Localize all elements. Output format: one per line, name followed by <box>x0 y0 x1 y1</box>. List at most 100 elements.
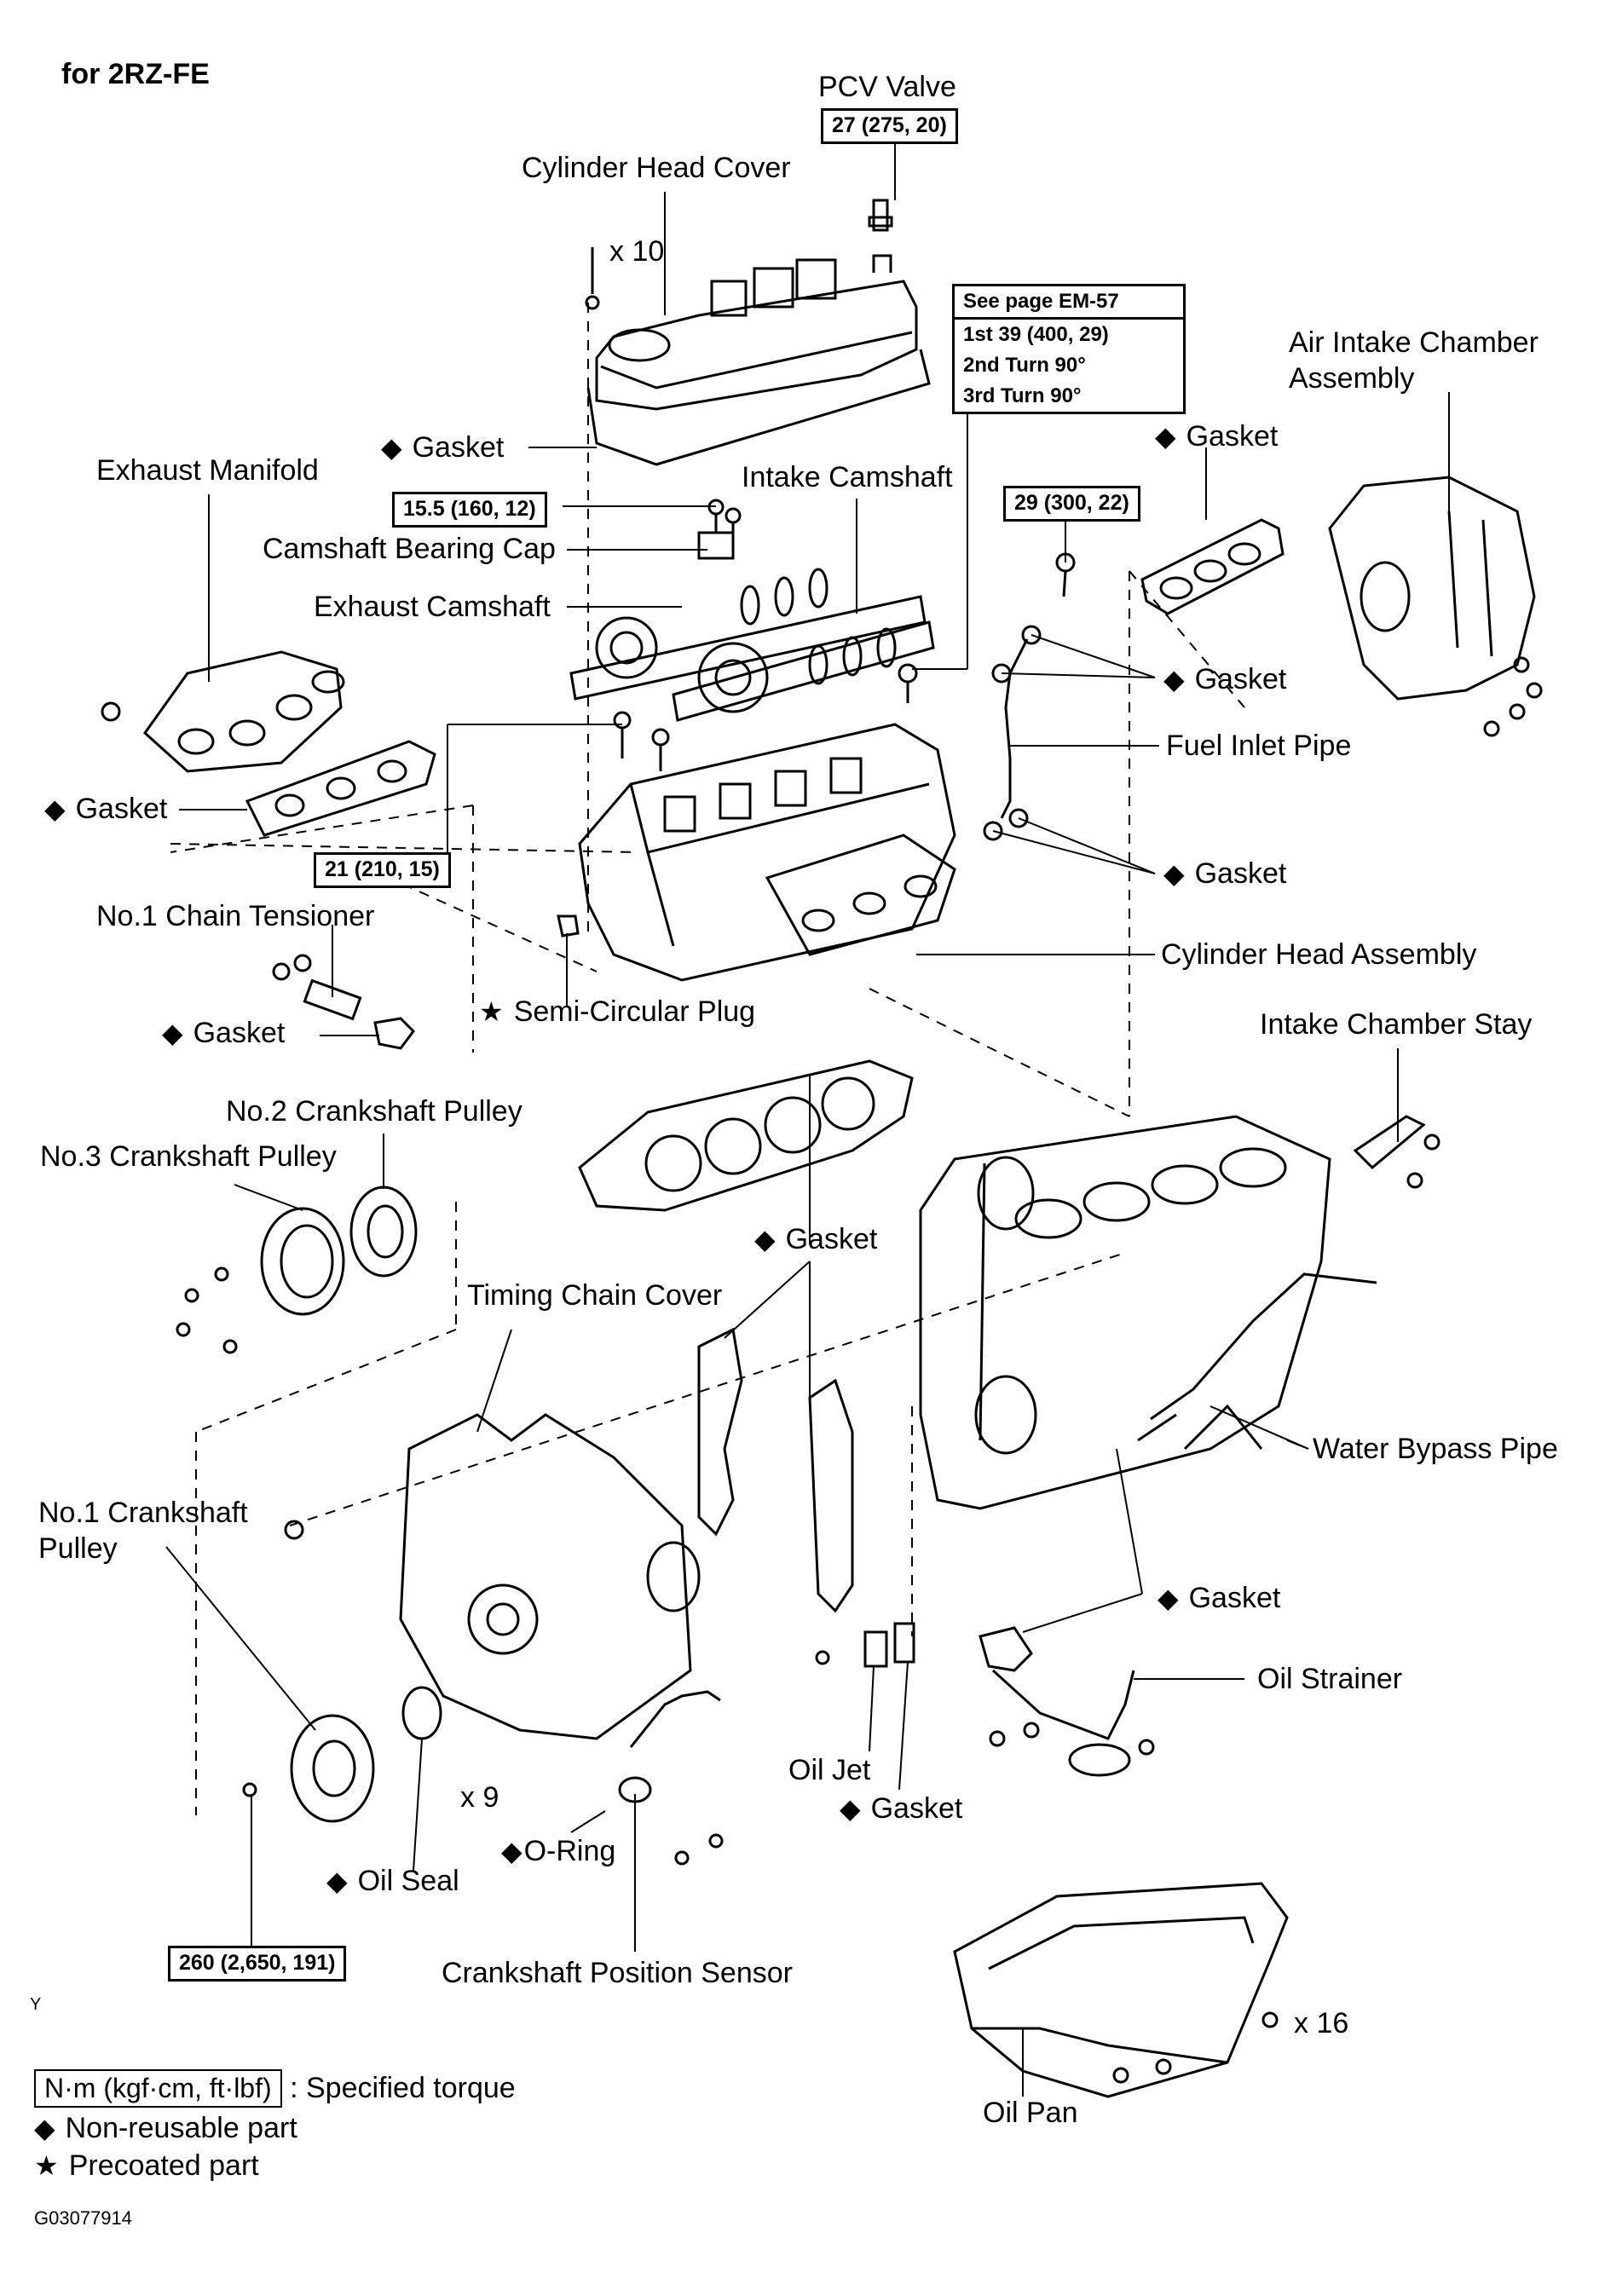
gasket-fuel-lower-text: Gasket <box>1194 857 1287 890</box>
label-o-ring: ◆O-Ring <box>501 1837 615 1866</box>
o-ring-text: O-Ring <box>523 1835 616 1867</box>
no1-pulley-drawing <box>242 1686 442 1823</box>
label-gasket-strainer: ◆ Gasket <box>1158 1584 1280 1612</box>
water-bypass-pipe-drawing <box>1137 1272 1377 1442</box>
gasket-cover-text: Gasket <box>412 431 505 464</box>
label-semi-circular-plug: ★ Semi-Circular Plug <box>479 997 755 1026</box>
oil-pan-drawing <box>953 1882 1289 2098</box>
label-gasket-intake: ◆ Gasket <box>1155 422 1278 451</box>
pcv-valve-drawing <box>868 199 893 232</box>
label-exhaust-camshaft: Exhaust Camshaft <box>314 591 551 623</box>
non-reusable-icon: ◆ <box>44 793 66 824</box>
legend-non-reusable: ◆ Non-reusable part <box>34 2112 297 2145</box>
label-bolt-count-16: x 16 <box>1294 2007 1349 2039</box>
label-intake-camshaft: Intake Camshaft <box>742 461 953 493</box>
gasket-tensioner-text: Gasket <box>193 1017 286 1049</box>
label-camshaft-bearing-cap: Camshaft Bearing Cap <box>263 533 556 565</box>
label-gasket-fuel-lower: ◆ Gasket <box>1163 859 1286 888</box>
torque-bearing-cap: 15.5 (160, 12) <box>392 492 547 528</box>
non-reusable-icon: ◆ <box>1158 1583 1179 1613</box>
label-gasket-exhaust: ◆Gasket <box>44 794 167 823</box>
gasket-fuel-upper-text: Gasket <box>1194 663 1287 695</box>
legend-non-reusable-text: Non-reusable part <box>65 2112 297 2144</box>
head-bolt-step2: 2nd Turn 90° <box>963 354 1086 377</box>
cylinder-block-drawing <box>919 1115 1331 1510</box>
bolts-drawing <box>613 499 1076 771</box>
label-water-bypass-pipe: Water Bypass Pipe <box>1313 1433 1558 1465</box>
non-reusable-icon: ◆ <box>840 1793 861 1824</box>
label-gasket-fuel-upper: ◆ Gasket <box>1163 665 1286 694</box>
label-oil-jet: Oil Jet <box>788 1754 871 1786</box>
crank-pulleys-drawing <box>176 1185 418 1354</box>
non-reusable-icon: ◆ <box>326 1866 348 1896</box>
non-reusable-icon: ◆ <box>1155 421 1176 452</box>
precoated-icon: ★ <box>479 996 504 1027</box>
label-air-intake-assembly: Assembly <box>1289 362 1415 395</box>
oil-jet-drawing <box>815 1622 915 1668</box>
non-reusable-icon: ◆ <box>1163 858 1185 889</box>
label-pcv-valve: PCV Valve <box>818 71 956 103</box>
label-oil-seal: ◆ Oil Seal <box>326 1866 459 1895</box>
fuel-inlet-pipe-drawing <box>983 625 1042 841</box>
head-bolt-see-page: See page EM-57 <box>955 286 1183 320</box>
chain-tensioner-drawing <box>272 954 415 1050</box>
torque-crank-bolt: 260 (2,650, 191) <box>168 1946 347 1982</box>
air-intake-chamber-drawing <box>1140 476 1543 737</box>
head-bolt-step1: 1st 39 (400, 29) <box>963 323 1109 346</box>
semi-circular-plug-text: Semi-Circular Plug <box>513 995 756 1028</box>
camshafts-drawing <box>569 531 935 722</box>
non-reusable-icon: ◆ <box>1163 664 1185 695</box>
head-bolt-torque-box: See page EM-57 1st 39 (400, 29) 2nd Turn… <box>952 284 1186 414</box>
label-gasket-tensioner: ◆ Gasket <box>162 1018 285 1047</box>
cylinder-head-cover-drawing <box>585 247 931 466</box>
oil-strainer-drawing <box>979 1626 1155 1777</box>
oil-seal-text: Oil Seal <box>357 1865 459 1897</box>
label-no1-pulley: Pulley <box>38 1532 118 1565</box>
label-oil-strainer: Oil Strainer <box>1257 1663 1403 1695</box>
label-corner-y: Y <box>30 1995 42 2014</box>
gasket-oil-jet-text: Gasket <box>870 1792 963 1825</box>
gasket-strainer-text: Gasket <box>1188 1582 1281 1614</box>
torque-manifold: 21 (210, 15) <box>314 852 451 888</box>
alignment-lines <box>170 303 1245 1815</box>
label-no1-crankshaft: No.1 Crankshaft <box>38 1497 248 1529</box>
intake-chamber-stay-drawing <box>1353 1115 1440 1189</box>
label-cylinder-head-cover: Cylinder Head Cover <box>522 152 791 184</box>
non-reusable-icon: ◆ <box>34 2113 55 2143</box>
figure-id: G03077914 <box>34 2207 132 2229</box>
page-heading: for 2RZ-FE <box>61 58 210 90</box>
label-timing-chain-cover: Timing Chain Cover <box>467 1279 723 1312</box>
label-gasket-cover: ◆ Gasket <box>381 433 504 462</box>
head-gasket-drawing <box>578 1059 914 1212</box>
label-intake-chamber-stay: Intake Chamber Stay <box>1260 1008 1533 1041</box>
non-reusable-icon: ◆ <box>162 1018 183 1048</box>
label-no1-chain-tensioner: No.1 Chain Tensioner <box>96 900 375 932</box>
legend-torque: N·m (kgf·cm, ft·lbf) : Specified torque <box>34 2069 516 2108</box>
label-crankshaft-position-sensor: Crankshaft Position Sensor <box>442 1957 793 1989</box>
label-bolt-count-9: x 9 <box>460 1781 499 1814</box>
head-bolt-step3: 3rd Turn 90° <box>963 384 1082 407</box>
precoated-icon: ★ <box>34 2150 59 2181</box>
torque-fuel-union: 29 (300, 22) <box>1003 486 1140 522</box>
label-gasket-head: ◆Gasket <box>754 1225 877 1254</box>
legend-precoated: ★ Precoated part <box>34 2149 259 2183</box>
label-air-intake-chamber: Air Intake Chamber <box>1289 326 1539 359</box>
non-reusable-icon: ◆ <box>381 432 402 463</box>
leader-lines <box>165 132 1450 2097</box>
cylinder-head-drawing <box>557 723 956 982</box>
label-bolt-count-10: x 10 <box>609 235 665 268</box>
legend-precoated-text: Precoated part <box>68 2149 259 2182</box>
label-no2-crankshaft-pulley: No.2 Crankshaft Pulley <box>226 1095 522 1128</box>
label-gasket-oil-jet: ◆ Gasket <box>840 1794 962 1823</box>
label-cylinder-head-assembly: Cylinder Head Assembly <box>1161 938 1477 971</box>
torque-pcv: 27 (275, 20) <box>821 108 958 144</box>
exhaust-manifold-drawing <box>101 650 436 837</box>
legend-torque-desc: : Specified torque <box>290 2072 516 2104</box>
non-reusable-icon: ◆ <box>501 1836 522 1866</box>
label-fuel-inlet-pipe: Fuel Inlet Pipe <box>1166 730 1352 762</box>
timing-chain-cover-drawing <box>284 1327 854 1740</box>
gasket-head-text: Gasket <box>785 1223 878 1255</box>
gasket-intake-text: Gasket <box>1186 420 1279 453</box>
legend-torque-key: N·m (kgf·cm, ft·lbf) <box>34 2069 282 2108</box>
